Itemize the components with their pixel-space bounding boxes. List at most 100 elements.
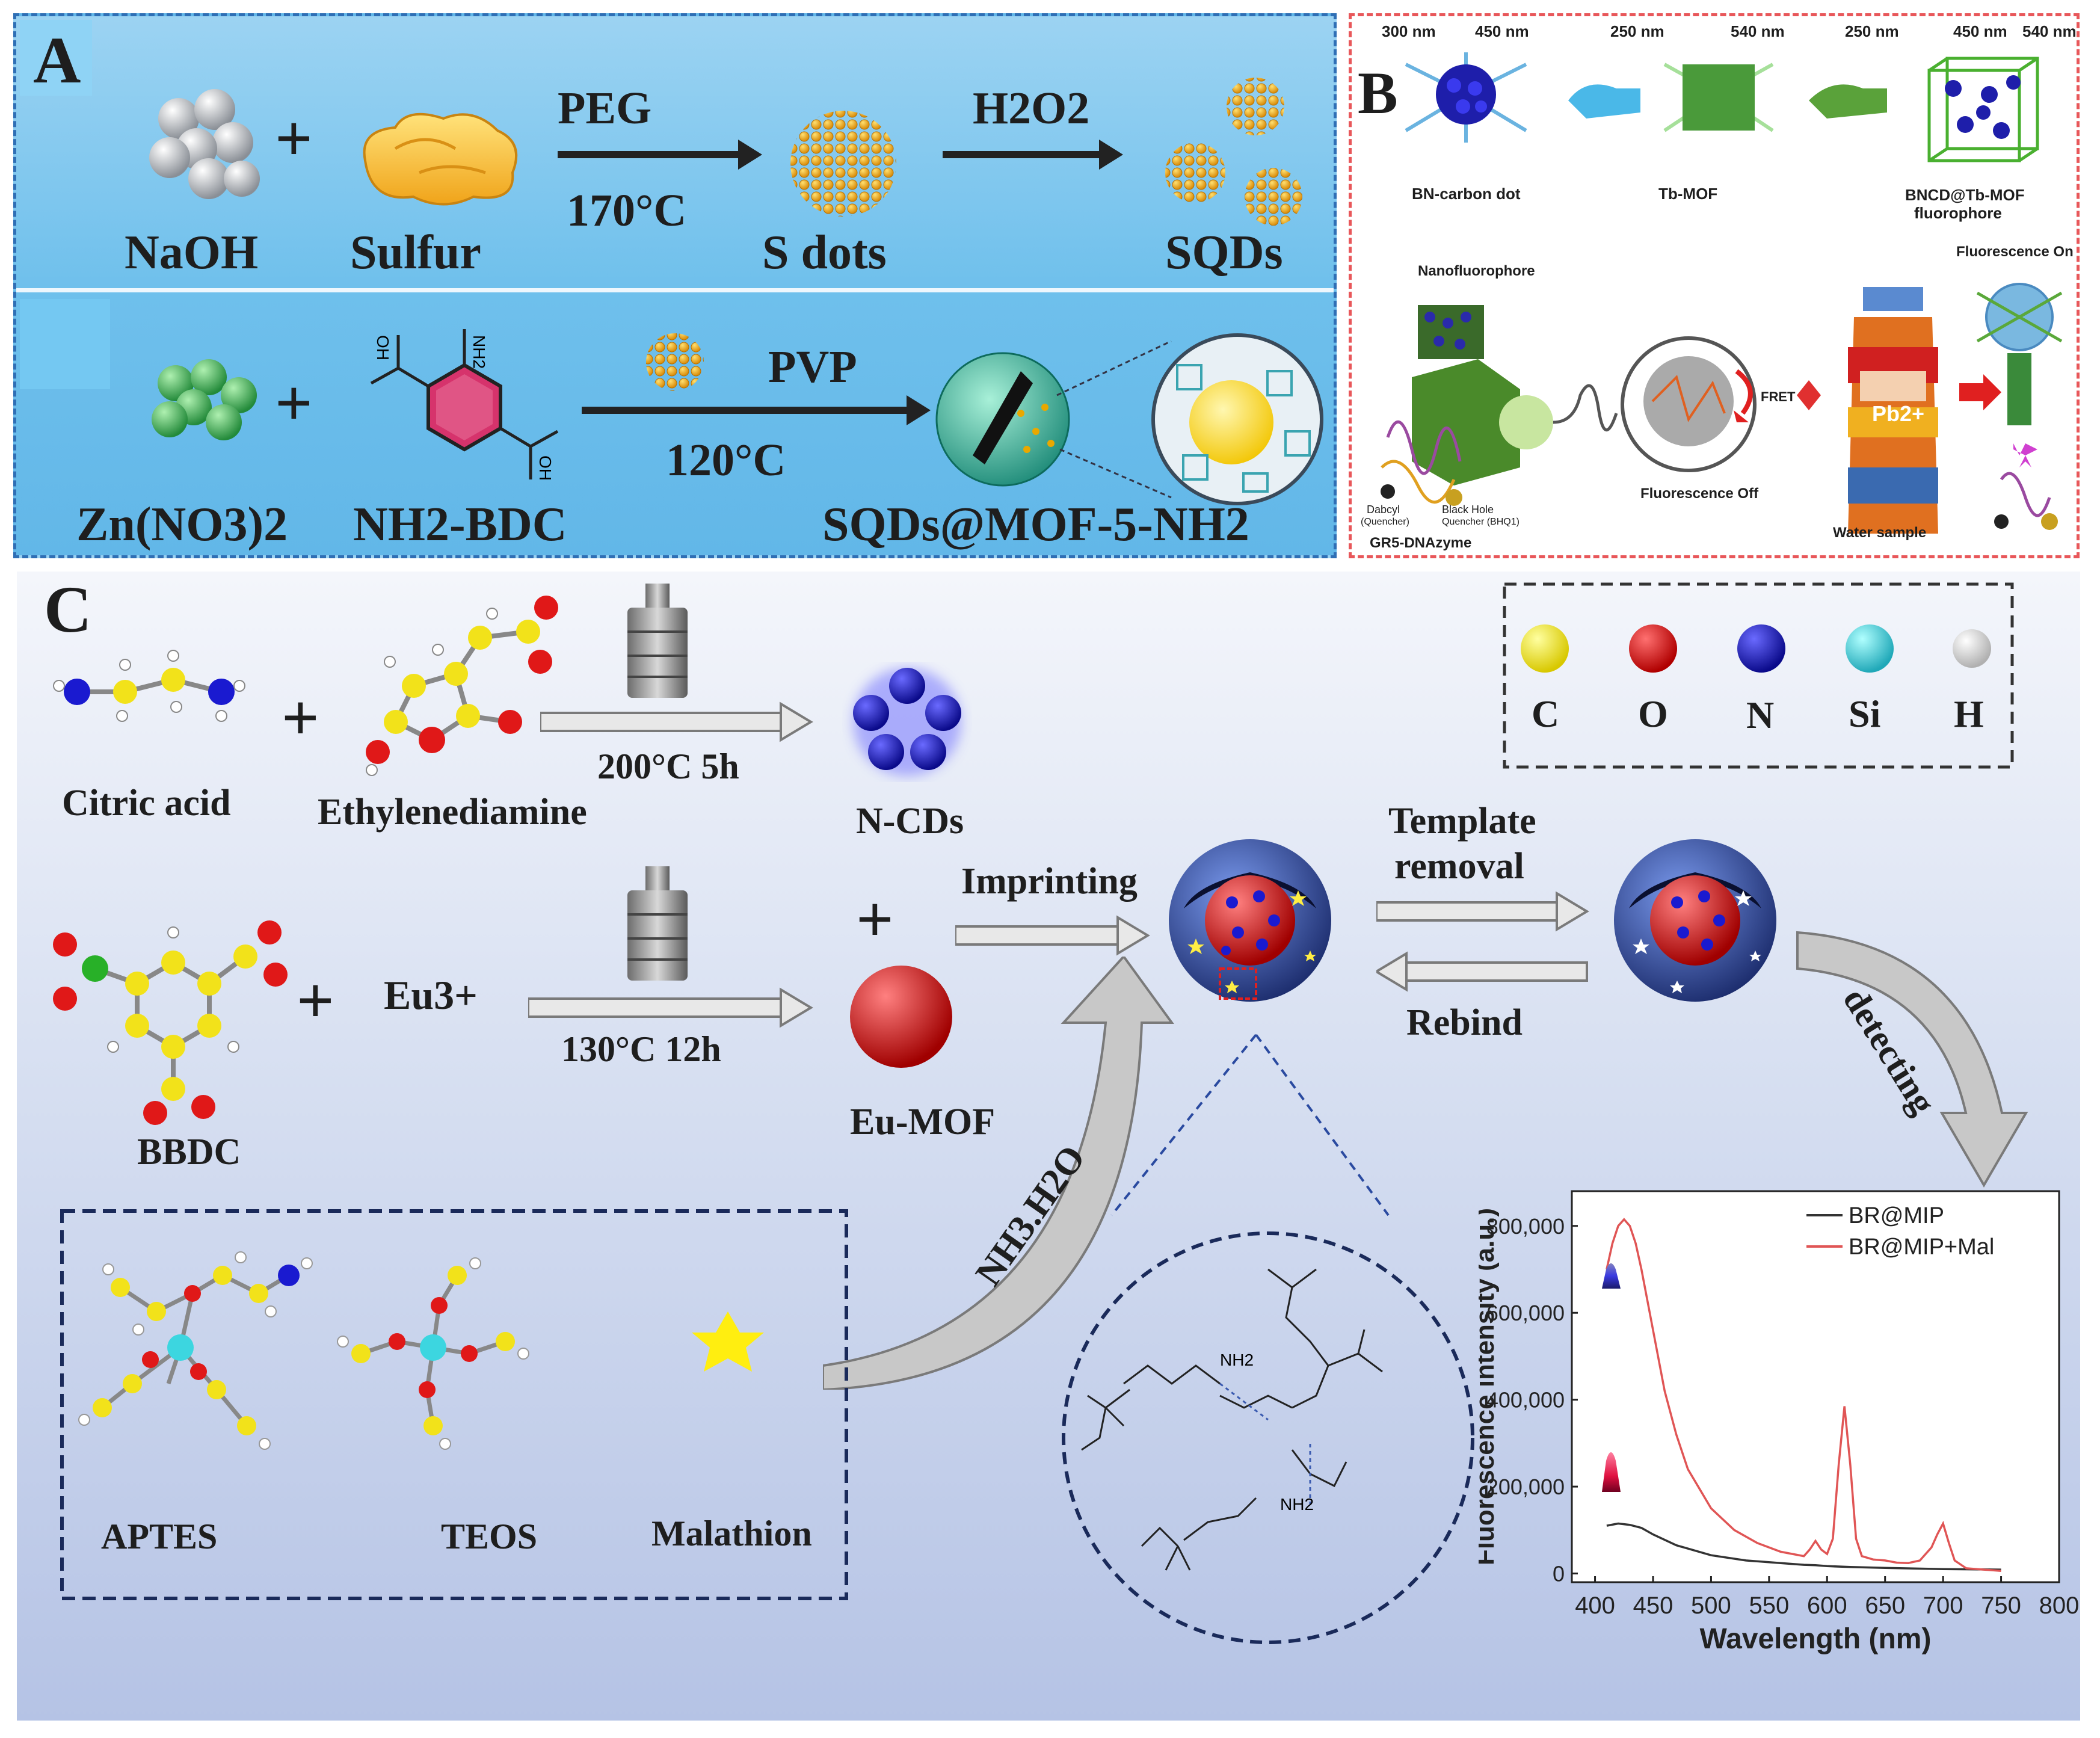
panel-b-label: B (1358, 60, 1398, 126)
legend-h-ball (1953, 629, 1991, 668)
wl-450-b: 450 nm (1953, 22, 2007, 40)
plus-sign-2: + (275, 366, 313, 440)
malathion-label: Malathion (651, 1514, 812, 1553)
ethylenediamine-label: Ethylenediamine (318, 792, 587, 833)
s-dots-label: S dots (762, 226, 887, 279)
bbdc-molecule (53, 920, 288, 1125)
ncds-icon (853, 668, 961, 776)
bncd-mof-label: BNCD@Tb-MOF (1905, 186, 2025, 204)
legend-o-ball (1629, 624, 1677, 673)
sqd-small-icon (646, 333, 704, 391)
dnazyme-label: GR5-DNAzyme (1370, 535, 1472, 551)
pb-ion-label: Pb2+ (1872, 401, 1925, 426)
x-tick-label: 650 (1865, 1592, 1905, 1619)
x-tick-label: 400 (1575, 1592, 1615, 1619)
legend-n-ball (1737, 624, 1785, 673)
x-tick-label: 800 (2039, 1592, 2080, 1619)
legend-n-label: N (1746, 694, 1775, 736)
wl-450-a: 450 nm (1475, 22, 1529, 40)
fluorescence-on-label: Fluorescence On (1956, 244, 2074, 260)
wl-250-a: 250 nm (1610, 22, 1664, 40)
panel-a-row2-box (20, 299, 110, 389)
aptes-label: APTES (101, 1517, 218, 1556)
nh2-b: NH2 (1280, 1495, 1314, 1514)
plus-c-2: + (297, 964, 334, 1037)
wl-540-a: 540 nm (1731, 22, 1785, 40)
plot-area (1571, 1190, 2060, 1583)
vial-red-icon (1602, 1452, 1621, 1492)
bhq-sub-label: Quencher (BHQ1) (1442, 517, 1520, 527)
panel-b-bottom-illustration (1381, 283, 2063, 534)
legend-c-label: C (1532, 692, 1560, 735)
wl-300: 300 nm (1382, 22, 1436, 40)
ethylenediamine-molecule (366, 596, 558, 776)
sqds-icon (1165, 78, 1302, 226)
y-tick-label: 400,000 (1486, 1388, 1565, 1413)
peg-label: PEG (558, 83, 652, 134)
zoom-interaction-circle: NH2 NH2 (1062, 1034, 1474, 1644)
y-tick-label: 800,000 (1486, 1214, 1565, 1239)
nh2-bdc-label: NH2-BDC (353, 498, 567, 551)
y-tick-label: 0 (1553, 1562, 1565, 1586)
cond-130-label: 130°C 12h (561, 1029, 721, 1069)
citric-acid-label: Citric acid (62, 783, 231, 824)
eu-ion-label: Eu3+ (384, 972, 478, 1018)
tb-mof-label: Tb-MOF (1658, 185, 1718, 203)
arrow-2 (943, 140, 1123, 170)
panel-a: A + PEG 170°C H2O2 NaOH Sulfur S dots SQ… (13, 13, 1337, 558)
temp-120-label: 120°C (666, 435, 786, 485)
y-tick-label: 600,000 (1486, 1301, 1565, 1325)
arrow-3 (582, 395, 931, 425)
oh-tag-1: OH (374, 335, 392, 360)
vial-blue-icon (1602, 1263, 1621, 1289)
citric-acid-molecule (53, 650, 245, 722)
x-tick-label: 450 (1633, 1592, 1674, 1619)
precursor-box (60, 1209, 848, 1600)
sqds-mof-particle (935, 333, 1323, 505)
legend-label-0: BR@MIP (1849, 1203, 1944, 1228)
bbdc-label: BBDC (137, 1132, 241, 1173)
panel-a-label-box (20, 20, 92, 96)
panel-c: C Citric acid + Ethylenediamine 200°C 5h… (17, 572, 2080, 1721)
sulfur-icon (363, 112, 518, 206)
pvp-label: PVP (768, 342, 857, 392)
teos-label: TEOS (441, 1517, 538, 1556)
autoclave-icon-2 (627, 866, 688, 981)
plus-c-3: + (856, 883, 894, 956)
eu-mof-label: Eu-MOF (850, 1102, 996, 1142)
x-tick-label: 750 (1981, 1592, 2021, 1619)
bhq-label: Black Hole (1442, 504, 1494, 516)
panel-b: B 300 nm 450 nm 250 nm 540 nm 250 nm 450… (1349, 13, 2080, 558)
nh3-curved-arrow (823, 957, 1174, 1390)
nh2-bdc-structure: NH2 OH OH (370, 329, 559, 481)
y-axis-title: Fluorescence intensity (a.u.) (1479, 1208, 1500, 1565)
imprinting-label: Imprinting (961, 861, 1138, 902)
series-line-0 (1606, 1522, 2001, 1571)
plus-sign: + (275, 102, 313, 175)
fluorophore-label: fluorophore (1914, 204, 2002, 222)
legend-o-label: O (1638, 692, 1668, 735)
plus-c-1: + (282, 681, 319, 754)
template-removal-label-1: Template (1388, 801, 1536, 842)
arrow-c-1 (540, 701, 813, 742)
legend-si-label: Si (1849, 692, 1881, 735)
naoh-spheres-icon (149, 89, 260, 199)
arrows-removal-rebind (1376, 891, 1589, 992)
naoh-label: NaOH (125, 226, 259, 279)
temp-170-label: 170°C (567, 185, 687, 236)
legend-label-1: BR@MIP+Mal (1849, 1234, 1994, 1260)
water-sample-label: Water sample (1833, 525, 1927, 541)
legend-h-label: H (1954, 692, 1984, 735)
legend-c-ball (1521, 624, 1569, 673)
oh-tag-2: OH (536, 455, 555, 481)
arrow-c-2 (528, 987, 813, 1028)
panel-a-divider (16, 288, 1334, 292)
ncds-label: N-CDs (856, 801, 964, 842)
x-axis-title: Wavelength (nm) (1700, 1623, 1932, 1655)
sqds-label: SQDs (1165, 226, 1283, 279)
fret-label: FRET (1761, 389, 1796, 404)
arrow-imprinting (955, 915, 1150, 956)
sqds-mof-label: SQDs@MOF-5-NH2 (822, 498, 1249, 551)
x-tick-label: 550 (1749, 1592, 1789, 1619)
